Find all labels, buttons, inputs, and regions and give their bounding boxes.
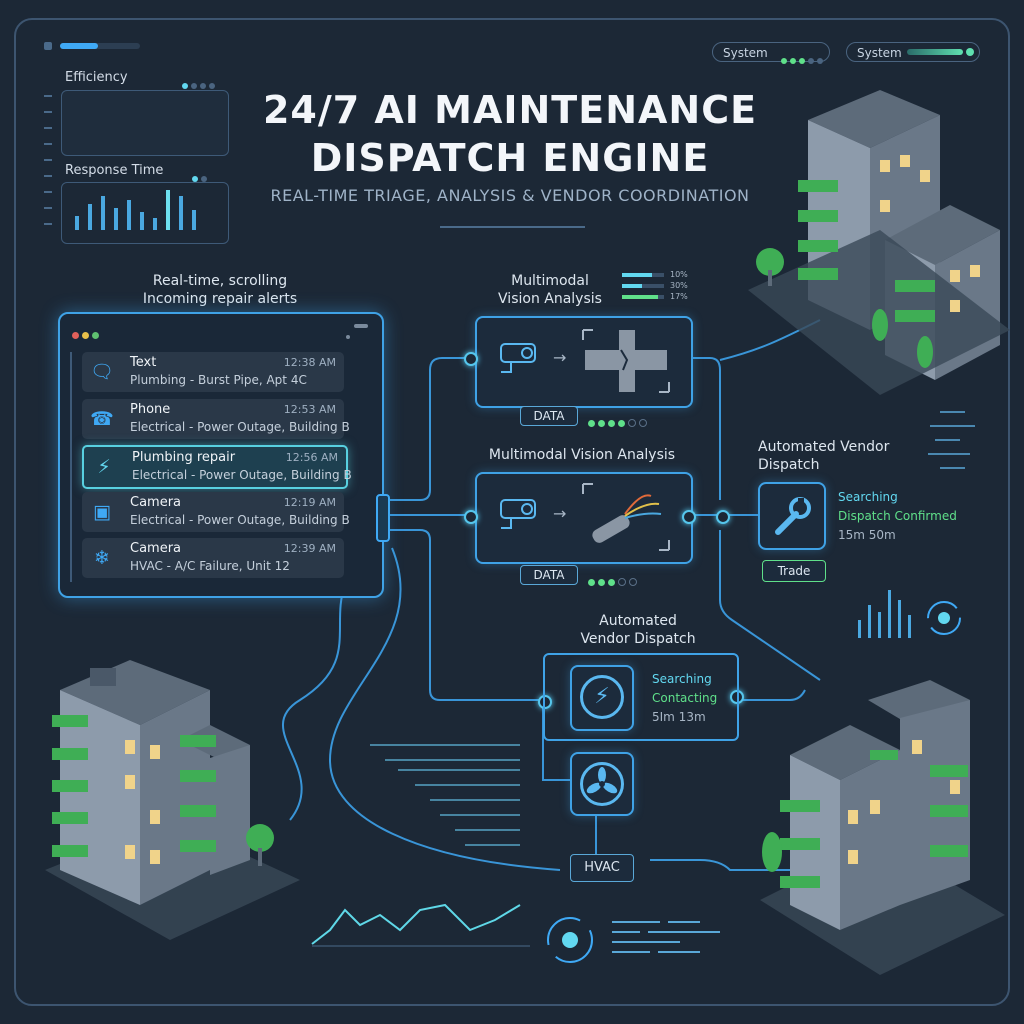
response-time-label: Response Time bbox=[65, 163, 164, 178]
vision-analysis-heading-2: Multimodal Vision Analysis bbox=[488, 447, 676, 463]
vendor-dispatch-card-right[interactable] bbox=[758, 482, 826, 550]
response-time-chart bbox=[61, 182, 229, 244]
efficiency-dots bbox=[182, 74, 218, 93]
exposed-wires-icon bbox=[581, 482, 671, 552]
alerts-list-rail bbox=[70, 352, 72, 582]
progress-dots-2 bbox=[588, 571, 640, 590]
burst-pipe-icon bbox=[581, 328, 671, 394]
dispatch-status-searching: Searching bbox=[652, 672, 712, 686]
building-bottom-right bbox=[760, 680, 1005, 975]
vendor-dispatch-frame-center bbox=[543, 653, 739, 741]
vendor-status-searching: Searching bbox=[838, 490, 898, 504]
incoming-alerts-panel[interactable]: 🗨 Text 12:38 AM Plumbing - Burst Pipe, A… bbox=[58, 312, 390, 598]
trade-tag: Trade bbox=[762, 560, 826, 582]
alert-item[interactable]: ☎ Phone 12:53 AM Electrical - Power Outa… bbox=[82, 399, 350, 439]
connector-node bbox=[464, 510, 478, 524]
alert-item[interactable]: ▣ Camera 12:19 AM Electrical - Power Out… bbox=[82, 492, 350, 532]
wrench-icon bbox=[770, 494, 814, 538]
system-level-bar bbox=[907, 49, 963, 55]
vision-analysis-heading-1: Multimodal Vision Analysis bbox=[498, 273, 602, 307]
vendor-dispatch-heading-center: Automated Vendor Dispatch bbox=[580, 613, 696, 647]
vision-confidence-bars: 10% 30% 17% bbox=[622, 270, 692, 306]
building-bottom-left bbox=[45, 660, 300, 940]
alert-item[interactable]: 🗨 Text 12:38 AM Plumbing - Burst Pipe, A… bbox=[82, 352, 344, 392]
response-dots bbox=[192, 167, 210, 186]
snowflake-icon: ❄ bbox=[94, 547, 110, 569]
page-subtitle: REAL-TIME TRIAGE, ANALYSIS & VENDOR COOR… bbox=[270, 186, 750, 205]
efficiency-label: Efficiency bbox=[65, 70, 128, 85]
building-top-right bbox=[748, 90, 1010, 395]
vendor-status-confirmed: Dispatch Confirmed bbox=[838, 509, 957, 523]
alert-item-highlighted[interactable]: ⚡ Plumbing repair 12:56 AM Electrical - … bbox=[82, 445, 352, 489]
progress-dots-1 bbox=[588, 412, 650, 431]
lightning-icon: ⚡ bbox=[97, 456, 111, 478]
system-status-pill-1[interactable]: System bbox=[712, 42, 830, 64]
window-menu-icon[interactable] bbox=[346, 324, 368, 339]
status-dots bbox=[781, 50, 826, 70]
alert-item[interactable]: ❄ Camera 12:39 AM HVAC - A/C Failure, Un… bbox=[82, 538, 344, 578]
data-tag-1: DATA bbox=[520, 406, 578, 426]
power-dispatch-card[interactable]: ⚡ bbox=[570, 665, 634, 731]
fan-icon bbox=[580, 762, 624, 806]
phone-icon: ☎ bbox=[90, 408, 114, 430]
dispatch-eta: 5Im 13m bbox=[652, 710, 706, 724]
connector-node bbox=[716, 510, 730, 524]
connector-node bbox=[464, 352, 478, 366]
subtitle-divider bbox=[440, 226, 585, 228]
chat-icon: 🗨 bbox=[90, 361, 115, 383]
window-controls bbox=[72, 324, 102, 343]
hvac-fan-card[interactable] bbox=[570, 752, 634, 816]
outer-frame bbox=[14, 18, 1010, 1006]
arrow-right-icon: → bbox=[553, 348, 567, 367]
security-camera-icon bbox=[497, 496, 547, 532]
security-camera-icon bbox=[497, 340, 547, 376]
top-progress-indicator bbox=[44, 42, 140, 50]
camera-icon: ▣ bbox=[93, 501, 111, 523]
vendor-eta: 15m 50m bbox=[838, 528, 896, 542]
lightning-icon: ⚡ bbox=[580, 675, 624, 719]
status-dot bbox=[966, 48, 974, 56]
dispatch-status-contacting: Contacting bbox=[652, 691, 718, 705]
connector-node bbox=[538, 695, 552, 709]
data-tag-2: DATA bbox=[520, 565, 578, 585]
connector-node bbox=[682, 510, 696, 524]
vision-analysis-card-2[interactable]: → bbox=[475, 472, 693, 564]
vision-analysis-card-1[interactable]: → bbox=[475, 316, 693, 408]
efficiency-chart bbox=[61, 90, 229, 156]
hvac-tag: HVAC bbox=[570, 854, 634, 882]
system-status-pill-2[interactable]: System bbox=[846, 42, 980, 62]
alerts-heading: Real-time, scrolling Incoming repair ale… bbox=[142, 273, 298, 307]
vendor-dispatch-heading-right: Automated Vendor Dispatch bbox=[758, 439, 890, 473]
page-title: 24/7 AI MAINTENANCE DISPATCH ENGINE bbox=[262, 88, 758, 180]
alerts-scrollbar[interactable] bbox=[376, 494, 390, 542]
arrow-right-icon: → bbox=[553, 504, 567, 523]
